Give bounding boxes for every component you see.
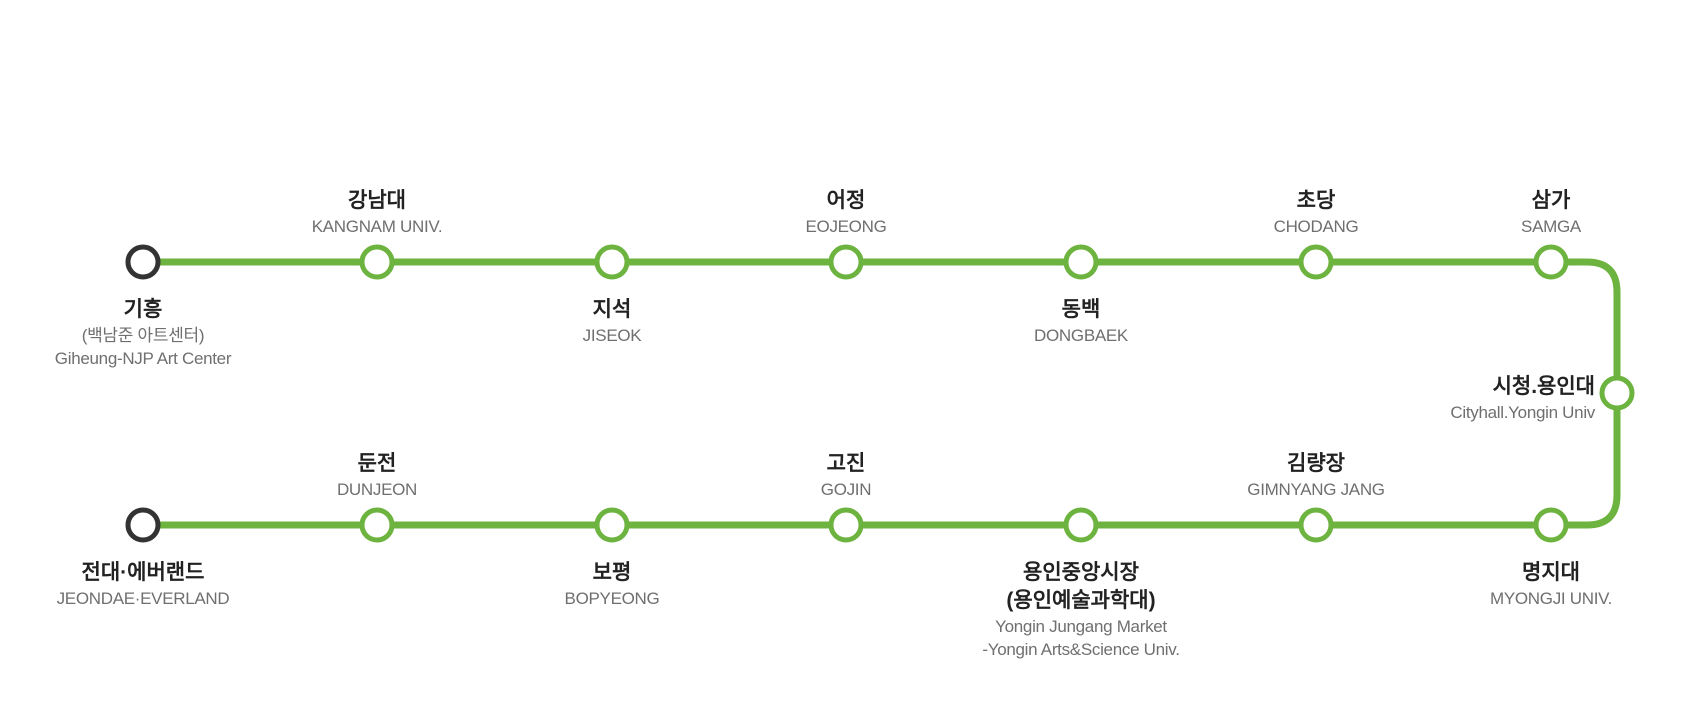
station-marker-bopyeong[interactable] [594, 507, 630, 543]
station-label-dunjeon[interactable]: 둔전 DUNJEON [237, 450, 517, 501]
station-name-kr: 보평 [592, 561, 632, 584]
station-name-en: Yongin Jungang Market [995, 617, 1167, 636]
station-label-eojeong[interactable]: 어정 EOJEONG [706, 187, 986, 238]
station-marker-myongji-univ[interactable] [1533, 507, 1569, 543]
station-name-en: -Yongin Arts&Science Univ. [982, 640, 1180, 659]
station-label-jiseok[interactable]: 지석 JISEOK [472, 296, 752, 347]
station-name-en: JISEOK [582, 326, 642, 345]
station-label-gimnyang-jang[interactable]: 김량장 GIMNYANG JANG [1176, 450, 1456, 501]
station-marker-kangnam-univ[interactable] [359, 244, 395, 280]
station-marker-yongin-jungang-market[interactable] [1063, 507, 1099, 543]
station-name-kr: (용인예술과학대) [1006, 589, 1156, 612]
station-marker-cityhall-yongin-univ[interactable] [1599, 375, 1635, 411]
station-name-kr: 동백 [1061, 298, 1101, 321]
station-name-en: SAMGA [1521, 217, 1581, 236]
station-name-kr: 둔전 [357, 452, 397, 475]
station-marker-giheung[interactable] [125, 244, 161, 280]
station-label-yongin-jungang-market[interactable]: 용인중앙시장 (용인예술과학대) Yongin Jungang Market -Yon… [941, 559, 1221, 661]
station-name-kr: 지석 [592, 298, 632, 321]
station-name-en: KANGNAM UNIV. [311, 217, 443, 236]
station-name-kr: 강남대 [348, 189, 406, 212]
station-name-en: BOPYEONG [564, 589, 660, 608]
station-label-kangnam-univ[interactable]: 강남대 KANGNAM UNIV. [237, 187, 517, 238]
station-name-en: (백남준 아트센터) [81, 326, 205, 345]
station-marker-dunjeon[interactable] [359, 507, 395, 543]
station-name-en: GOJIN [820, 480, 872, 499]
station-name-kr: 초당 [1296, 189, 1336, 212]
station-marker-gimnyang-jang[interactable] [1298, 507, 1334, 543]
station-name-en: EOJEONG [805, 217, 887, 236]
station-name-kr: 용인중앙시장 [1023, 561, 1139, 584]
station-name-en: CHODANG [1273, 217, 1359, 236]
station-label-chodang[interactable]: 초당 CHODANG [1176, 187, 1456, 238]
station-name-en: Giheung-NJP Art Center [54, 349, 232, 368]
station-name-en: DUNJEON [336, 480, 418, 499]
station-name-en: Cityhall.Yongin Univ [1450, 403, 1595, 422]
station-name-en: JEONDAE·EVERLAND [56, 589, 230, 608]
station-name-kr: 전대·에버랜드 [81, 561, 205, 584]
station-name-en: MYONGJI UNIV. [1489, 589, 1613, 608]
station-marker-jiseok[interactable] [594, 244, 630, 280]
station-name-kr: 고진 [826, 452, 866, 475]
station-name-kr: 기흥 [123, 298, 163, 321]
station-marker-jeondae-everland[interactable] [125, 507, 161, 543]
station-label-giheung[interactable]: 기흥 (백남준 아트센터) Giheung-NJP Art Center [3, 296, 283, 370]
station-marker-samga[interactable] [1533, 244, 1569, 280]
station-marker-gojin[interactable] [828, 507, 864, 543]
station-label-jeondae-everland[interactable]: 전대·에버랜드 JEONDAE·EVERLAND [3, 559, 283, 610]
station-name-kr: 김량장 [1287, 452, 1345, 475]
station-marker-dongbaek[interactable] [1063, 244, 1099, 280]
station-label-myongji-univ[interactable]: 명지대 MYONGJI UNIV. [1411, 559, 1691, 610]
station-name-kr: 명지대 [1522, 561, 1580, 584]
station-markers [125, 244, 1635, 543]
station-marker-chodang[interactable] [1298, 244, 1334, 280]
station-label-cityhall-yongin-univ[interactable]: 시청.용인대 Cityhall.Yongin Univ [1355, 373, 1595, 424]
station-name-en: GIMNYANG JANG [1247, 480, 1385, 499]
station-name-en: DONGBAEK [1034, 326, 1128, 345]
station-label-dongbaek[interactable]: 동백 DONGBAEK [941, 296, 1221, 347]
station-name-kr: 삼가 [1531, 189, 1571, 212]
station-marker-eojeong[interactable] [828, 244, 864, 280]
station-label-gojin[interactable]: 고진 GOJIN [706, 450, 986, 501]
station-label-samga[interactable]: 삼가 SAMGA [1411, 187, 1691, 238]
station-label-bopyeong[interactable]: 보평 BOPYEONG [472, 559, 752, 610]
station-name-kr: 시청.용인대 [1492, 375, 1595, 398]
station-name-kr: 어정 [826, 189, 866, 212]
